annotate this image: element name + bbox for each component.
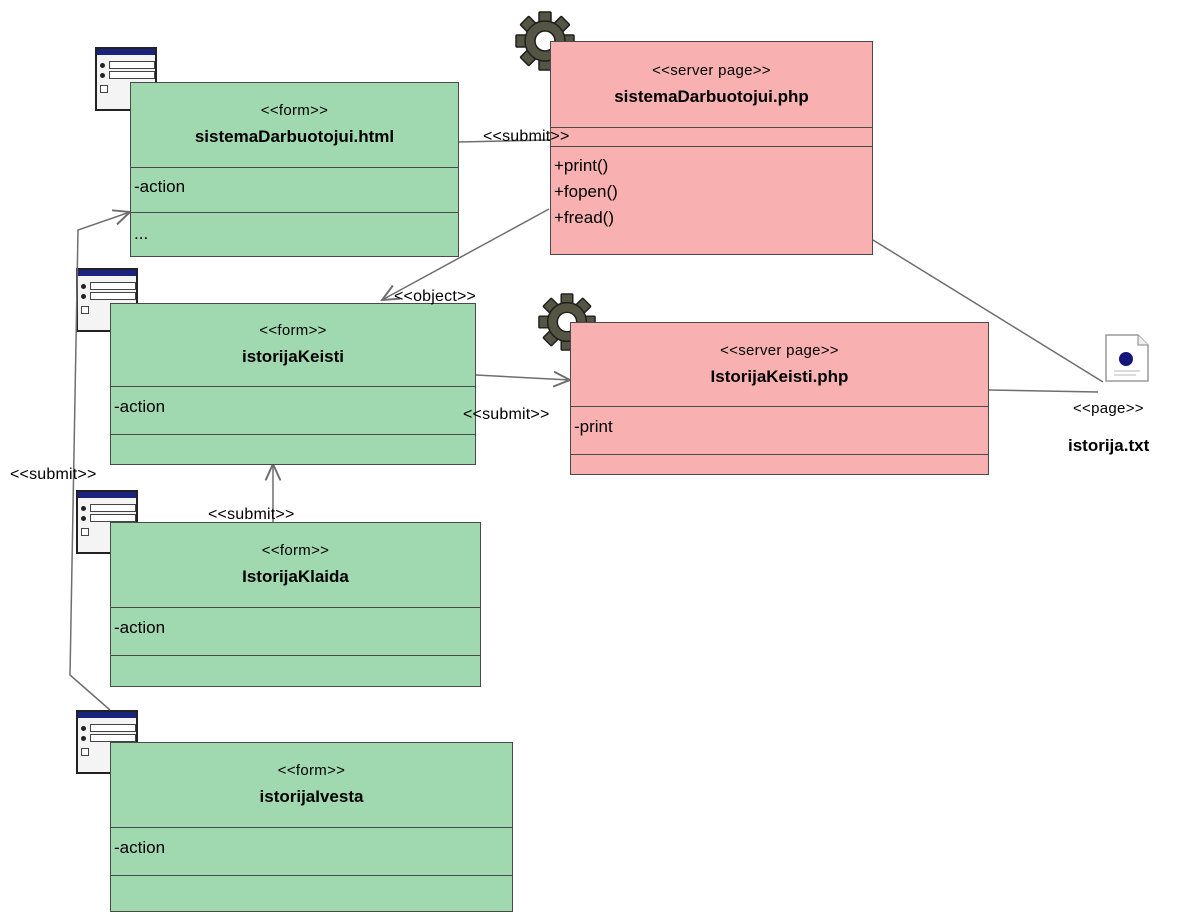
operations-compartment: +print() +fopen() +fread() xyxy=(551,147,872,254)
stereotype-label: <<form>> xyxy=(277,762,346,779)
connector-label-object: <<object>> xyxy=(394,288,477,305)
attributes-compartment xyxy=(551,128,872,147)
class-header: <<server page>> IstorijaKeisti.php xyxy=(571,323,988,407)
connector-php-to-istorijakeisti[interactable] xyxy=(382,208,550,300)
attribute: -action xyxy=(114,838,166,857)
class-header: <<server page>> sistemaDarbuotojui.php xyxy=(551,42,872,128)
attribute: -action xyxy=(114,618,166,637)
operation: ... xyxy=(134,224,149,243)
connector-label-submit: <<submit>> xyxy=(208,506,295,523)
attributes-compartment: -action xyxy=(131,168,458,213)
connector-keisti-to-keistiphp[interactable] xyxy=(475,375,570,380)
class-header: <<form>> IstorijaKlaida xyxy=(111,523,480,608)
class-istorijaklaida[interactable]: <<form>> IstorijaKlaida -action xyxy=(110,522,481,687)
operations-compartment xyxy=(111,656,480,686)
attribute: -print xyxy=(574,417,613,436)
class-name: sistemaDarbuotojui.html xyxy=(194,127,395,146)
class-istorijakeisti[interactable]: <<form>> istorijaKeisti -action xyxy=(110,303,476,465)
connector-label-submit: <<submit>> xyxy=(10,466,97,483)
class-name: istorijaIvesta xyxy=(259,787,364,806)
operations-compartment xyxy=(111,435,475,464)
attributes-compartment: -action xyxy=(111,608,480,656)
connector-php-to-file[interactable] xyxy=(872,239,1104,383)
class-header: <<form>> istorijaKeisti xyxy=(111,304,475,387)
stereotype-label: <<server page>> xyxy=(652,61,771,79)
attributes-compartment: -action xyxy=(111,828,512,876)
class-istorijakeisti-php[interactable]: <<server page>> IstorijaKeisti.php -prin… xyxy=(570,322,989,475)
document-icon xyxy=(1105,334,1149,382)
stereotype-label: <<server page>> xyxy=(720,341,839,359)
attributes-compartment: -action xyxy=(111,387,475,435)
operation: +fopen() xyxy=(554,182,618,201)
stereotype-label: <<form>> xyxy=(260,102,329,119)
class-header: <<form>> istorijaIvesta xyxy=(111,743,512,828)
operations-compartment: ... xyxy=(131,213,458,256)
connector-label-submit: <<submit>> xyxy=(483,128,570,145)
connector-layer xyxy=(69,139,1104,711)
attribute: -action xyxy=(114,397,166,416)
stereotype-label: <<form>> xyxy=(259,322,327,339)
class-name: istorijaKeisti xyxy=(241,347,345,366)
connector-label-submit: <<submit>> xyxy=(463,406,550,423)
connector-html-to-php[interactable] xyxy=(458,139,552,143)
class-header: <<form>> sistemaDarbuotojui.html xyxy=(131,83,458,168)
class-name: IstorijaKlaida xyxy=(242,567,349,586)
operation: +fread() xyxy=(554,208,614,227)
file-name: istorija.txt xyxy=(1068,436,1150,455)
attributes-compartment: -print xyxy=(571,407,988,455)
class-name: sistemaDarbuotojui.php xyxy=(614,86,809,106)
class-sistemadarbuotojui-html[interactable]: <<form>> sistemaDarbuotojui.html -action… xyxy=(130,82,459,257)
class-sistemadarbuotojui-php[interactable]: <<server page>> sistemaDarbuotojui.php +… xyxy=(550,41,873,255)
connector-keistiphp-to-file[interactable] xyxy=(988,389,1099,393)
class-name: IstorijaKeisti.php xyxy=(710,366,849,386)
connector-ivesta-to-html[interactable] xyxy=(69,212,130,711)
operations-compartment xyxy=(111,876,512,911)
operations-compartment xyxy=(571,455,988,474)
attribute: -action xyxy=(134,177,186,196)
file-stereotype-label: <<page>> xyxy=(1073,400,1144,417)
stereotype-label: <<form>> xyxy=(261,542,330,559)
class-istorijaivesta[interactable]: <<form>> istorijaIvesta -action xyxy=(110,742,513,912)
operation: +print() xyxy=(554,156,609,175)
